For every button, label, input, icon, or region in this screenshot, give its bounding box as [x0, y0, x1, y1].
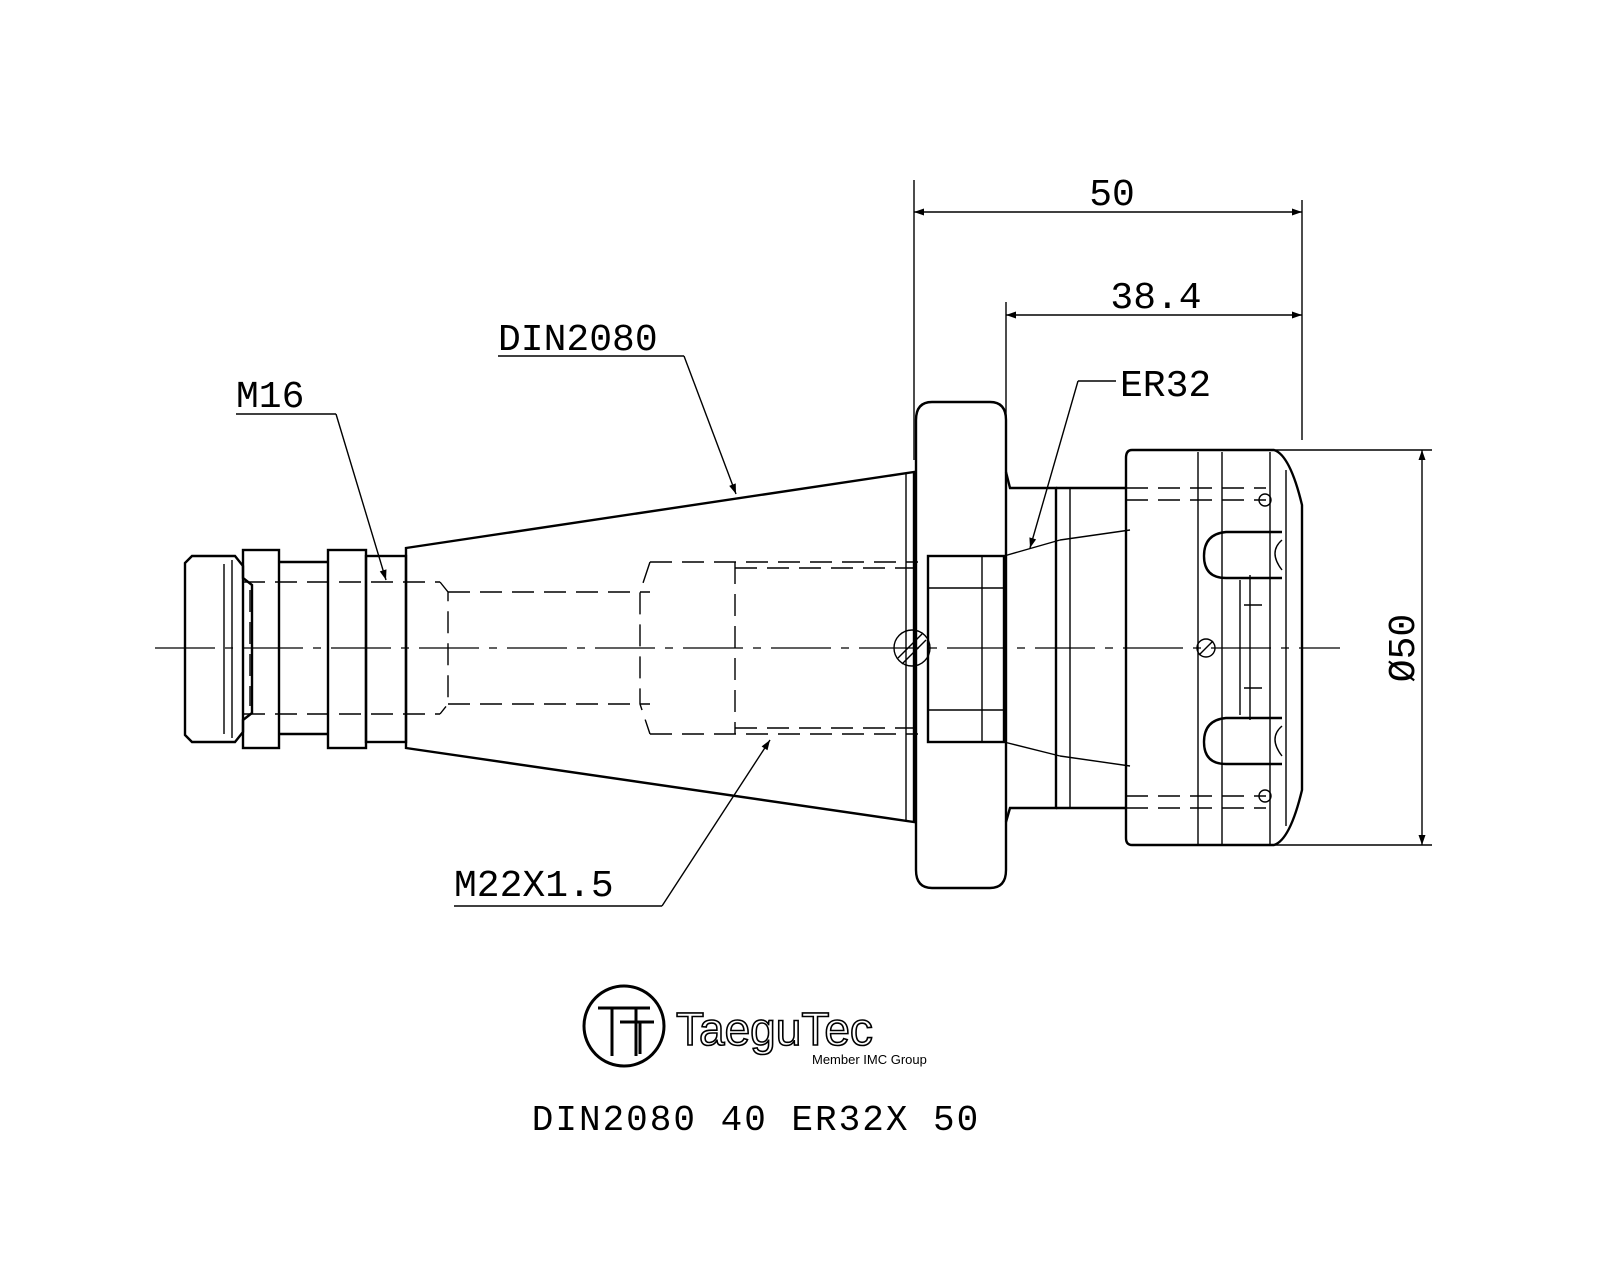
dimension-collet-length: 38.4	[1005, 277, 1302, 468]
callout-internal-thread-label: M22X1.5	[454, 865, 614, 908]
dimension-diameter-label: Ø50	[1383, 614, 1426, 682]
callout-retention-thread-label: M16	[236, 376, 304, 419]
callout-internal-thread: M22X1.5	[454, 739, 771, 908]
callout-retention-thread: M16	[236, 376, 387, 581]
brand-tagline: Member IMC Group	[812, 1052, 927, 1067]
dimension-overall-length-label: 50	[1089, 174, 1135, 217]
drawing-caption: DIN2080 40 ER32X 50	[532, 1100, 980, 1141]
taegutec-logo: TaeguTec Member IMC Group	[582, 984, 927, 1068]
dimension-diameter: Ø50	[1270, 449, 1432, 846]
callout-taper-label: DIN2080	[498, 319, 658, 362]
retention-knob	[183, 548, 449, 750]
callout-taper: DIN2080	[498, 319, 737, 495]
clamping-nut	[1124, 448, 1304, 847]
dimension-collet-length-label: 38.4	[1110, 277, 1201, 320]
callout-collet: ER32	[1029, 365, 1211, 549]
taper-body	[404, 470, 931, 824]
taegutec-emblem-icon	[582, 984, 666, 1068]
callout-collet-label: ER32	[1120, 365, 1211, 408]
flange	[914, 400, 1008, 890]
brand-name: TaeguTec	[676, 1003, 873, 1055]
taegutec-emblem-mark	[598, 1006, 654, 1056]
dimension-overall-length: 50	[913, 174, 1303, 460]
collet-body	[1003, 471, 1131, 823]
